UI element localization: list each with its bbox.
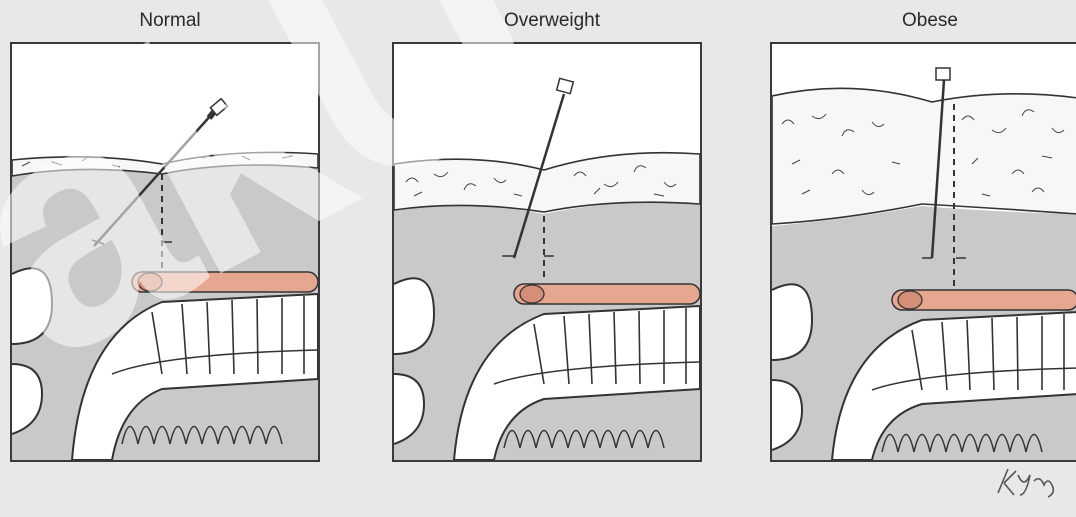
panel-obese	[770, 42, 1076, 462]
illustration-normal	[12, 44, 318, 460]
panel-title-obese: Obese	[770, 10, 1076, 32]
panel-overweight	[392, 42, 702, 462]
illustration-obese	[772, 44, 1076, 460]
artist-signature	[994, 465, 1064, 505]
panel-normal	[10, 42, 320, 462]
illustration-overweight	[394, 44, 700, 460]
panel-title-overweight: Overweight	[392, 10, 712, 32]
panel-title-normal: Normal	[10, 10, 330, 32]
fat-layer	[772, 88, 1076, 224]
